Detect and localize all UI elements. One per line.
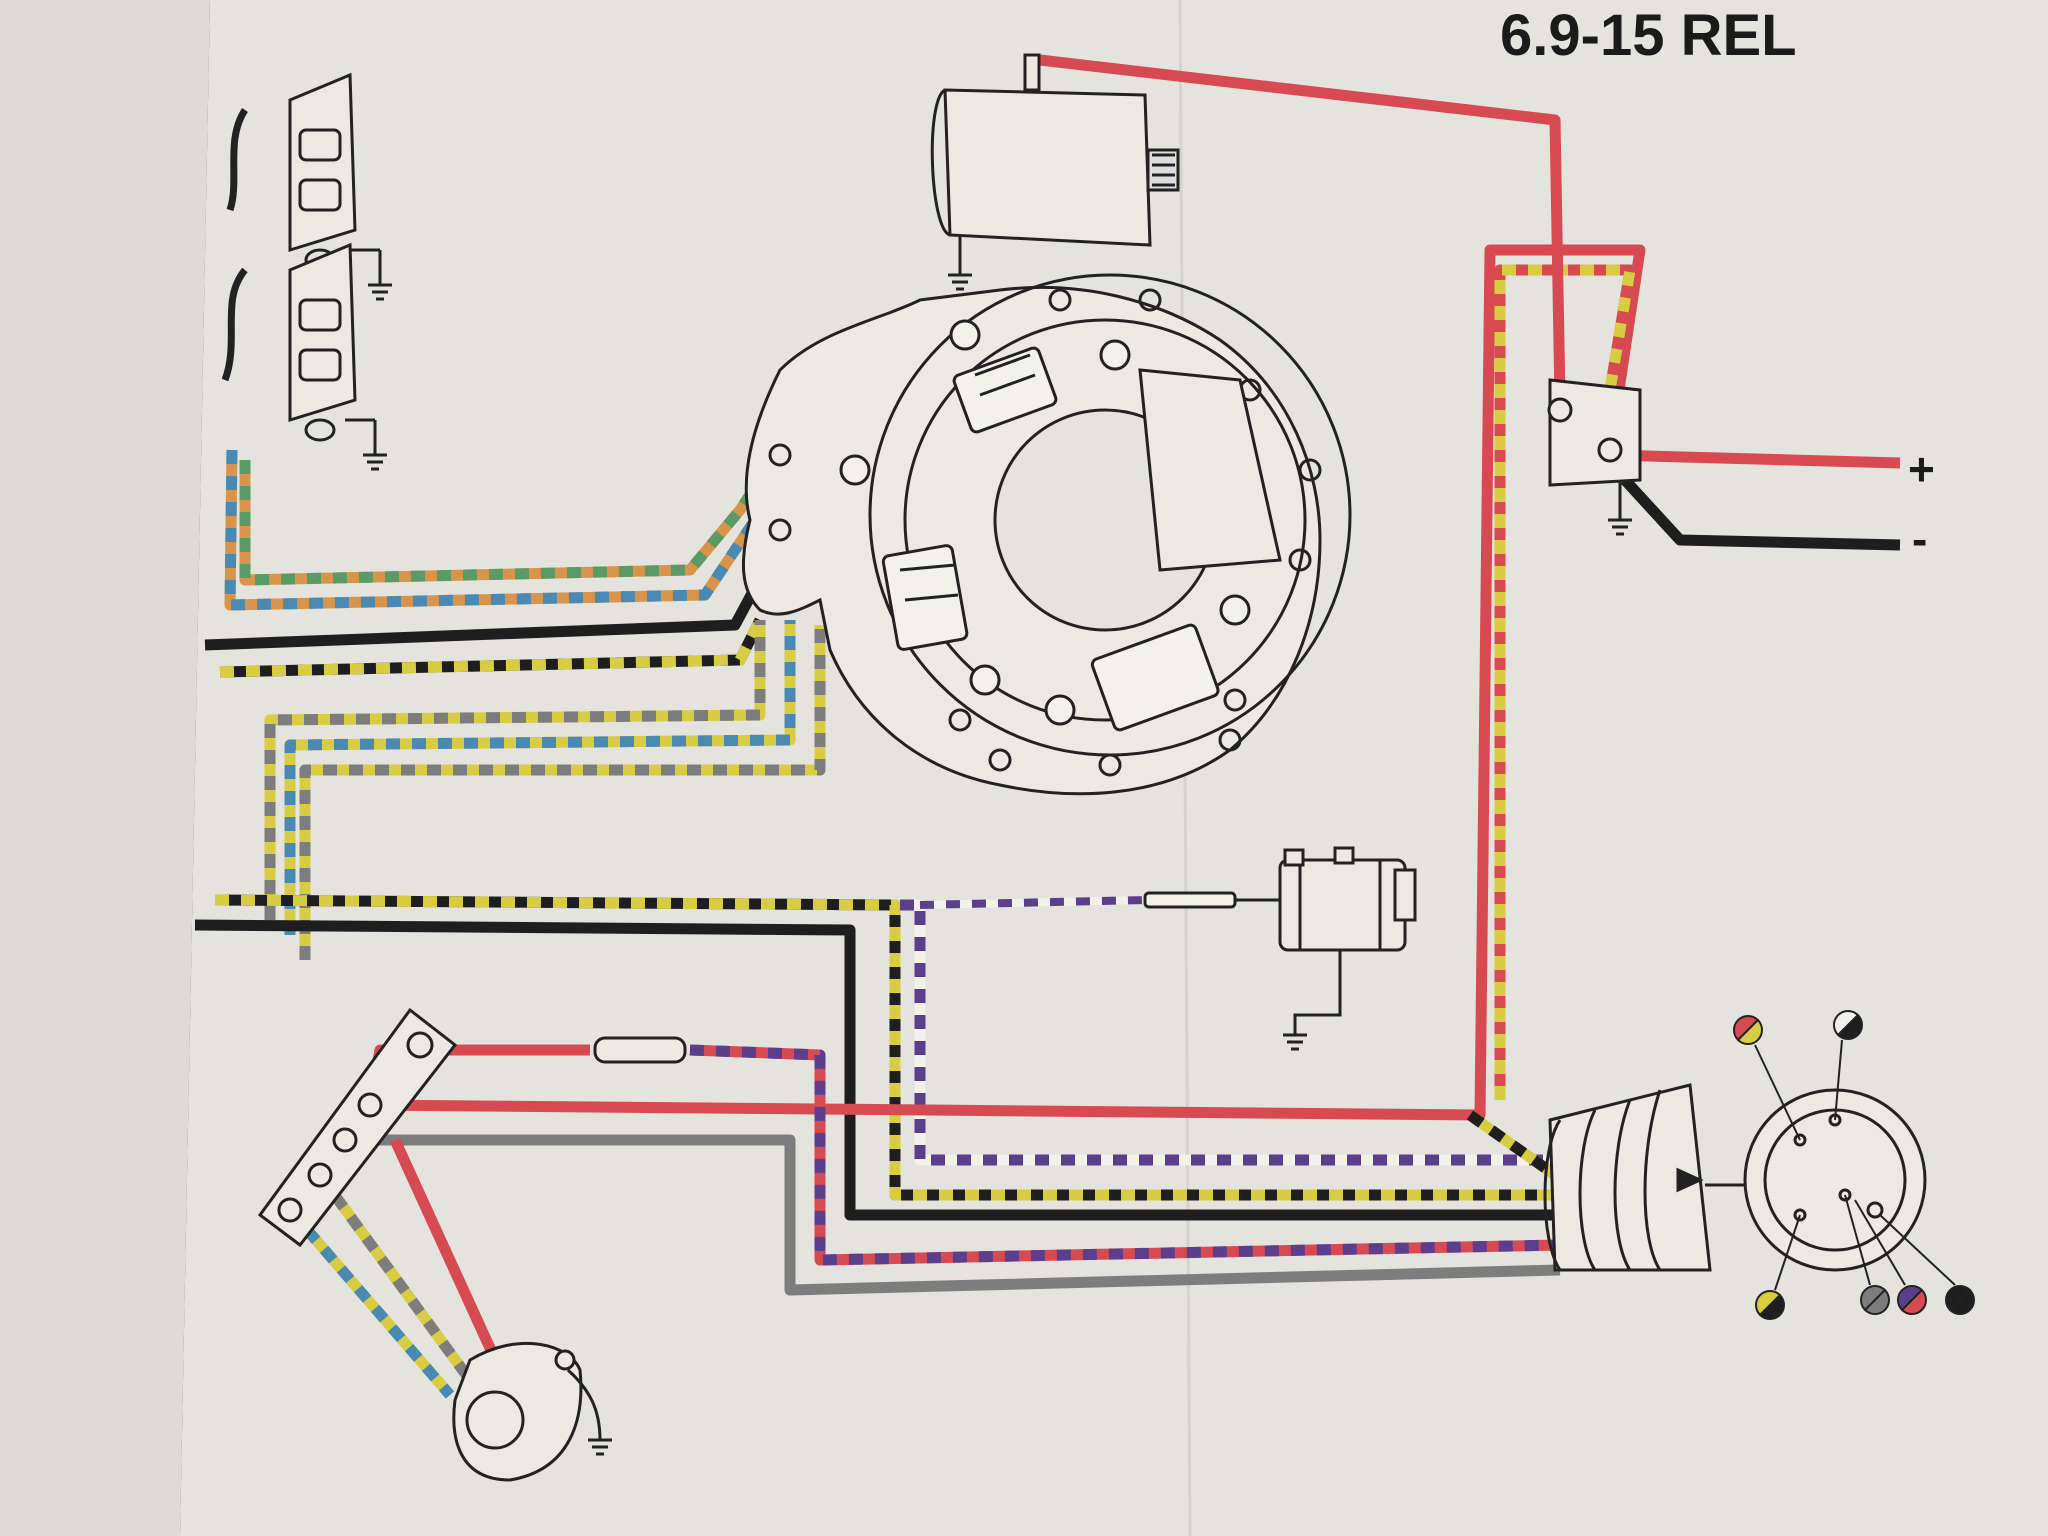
pin-dot-top-left: [1733, 1015, 1760, 1042]
connector-pin-indicators: [1733, 1010, 1975, 1320]
wire-white-purple-stripe: [900, 899, 1555, 1166]
wire-yellow-gray-2-stripe: [299, 625, 826, 960]
pin-leader-line: [1854, 1199, 1906, 1286]
battery-negative-label: -: [1912, 513, 1927, 565]
pin-dot-top-right: [1833, 1010, 1860, 1037]
charge-coil-lower: [881, 544, 969, 651]
wire-yellow-gray-stripe: [264, 620, 766, 920]
wire-black-yellow-stripe: [219, 617, 765, 678]
wire-yellow-blue-kill: [285, 1206, 455, 1399]
wire-gray: [345, 1134, 1561, 1296]
wire-purple-red-stripe: [689, 1044, 1561, 1266]
pin-leader-line: [1754, 1044, 1801, 1141]
pin-leader-line: [1834, 1039, 1843, 1121]
kill-switch: [452, 1341, 612, 1482]
pin-dot-bottom-1-half: [1758, 1293, 1785, 1320]
wire-yellow-black-harness-stripe: [1466, 1110, 1559, 1180]
stator-screws: [839, 319, 1251, 726]
pin-dot-bottom-3-half: [1900, 1288, 1927, 1315]
battery-positive-label: +: [1908, 443, 1935, 495]
pin-leader-line: [1879, 1214, 1956, 1286]
pin-dot-bottom-4: [1945, 1285, 1972, 1312]
pin-dot-bottom-2-half: [1863, 1288, 1890, 1315]
pin-dot-bottom-4-half: [1948, 1288, 1975, 1315]
choke-solenoid: [1143, 846, 1417, 1051]
wire-choke-stripe: [919, 896, 1146, 909]
ignition-coil-lower: [221, 242, 387, 471]
fuse-holder: [593, 1036, 687, 1064]
wire-yellow-kill-stripe: [315, 1171, 475, 1384]
ignition-coil-upper: [226, 72, 392, 301]
wire-battery-positive: [1609, 449, 1901, 469]
wire-black-yellow-long-stripe: [214, 894, 1555, 1201]
wire-red-yellow-stripe: [1494, 264, 1636, 1100]
charge-coil-upper: [952, 346, 1058, 434]
wire-red-main: [369, 244, 1646, 1121]
wire-black-long: [194, 919, 1560, 1221]
wire-orange-blue-stripe: [224, 449, 760, 611]
harness-connector: [1543, 1083, 1712, 1272]
starter-motor: [930, 53, 1180, 291]
pin-dot-bottom-3: [1897, 1285, 1924, 1312]
left-page-strip: [0, 0, 210, 1536]
wire-layer: [194, 54, 1901, 1399]
pin-dot-top-left-half: [1736, 1018, 1763, 1045]
pin-dot-bottom-1: [1755, 1290, 1782, 1317]
pin-dot-top-right-half: [1836, 1013, 1863, 1040]
pin-leader-line: [1844, 1194, 1871, 1286]
pulser-coil: [1090, 623, 1220, 732]
diagram-title: 6.9-15 REL: [1500, 3, 1797, 68]
pin-dot-bottom-2: [1860, 1285, 1887, 1312]
power-coil: [1138, 368, 1282, 572]
wire-red-starter: [1039, 54, 1566, 401]
pin-leader-line: [1774, 1214, 1801, 1291]
starter-solenoid: [1547, 378, 1642, 536]
wire-red-kill: [389, 1137, 506, 1373]
wire-yellow-blue: [284, 620, 796, 935]
terminal-block: [257, 1007, 458, 1248]
connector-face: [1705, 1088, 1927, 1272]
wire-battery-negative: [1620, 476, 1901, 551]
